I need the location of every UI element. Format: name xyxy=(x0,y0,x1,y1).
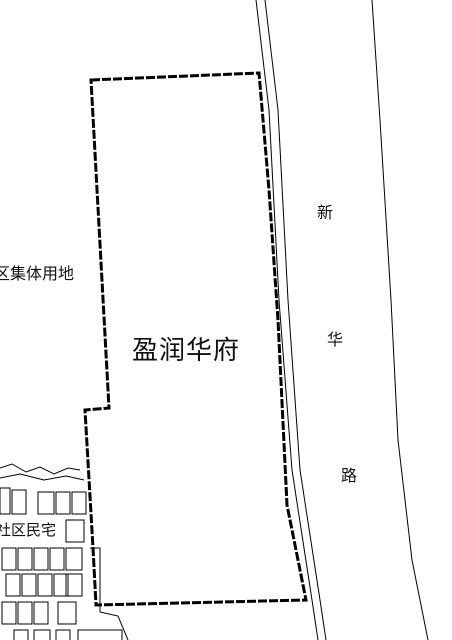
road-edge-right xyxy=(371,0,429,640)
road-label-char: 路 xyxy=(341,466,358,485)
site-name-label: 盈润华府 xyxy=(132,336,241,366)
residential-area-label: 社区民宅 xyxy=(0,521,57,539)
residential-blocks xyxy=(0,463,129,640)
road-edge-left-inner xyxy=(264,0,327,640)
road-label-char: 新 xyxy=(317,203,334,222)
collective-land-label: 区集体用地 xyxy=(0,264,75,283)
road-edge-left-outer xyxy=(255,0,319,640)
road-label-char: 华 xyxy=(327,330,344,349)
site-boundary xyxy=(83,71,308,607)
